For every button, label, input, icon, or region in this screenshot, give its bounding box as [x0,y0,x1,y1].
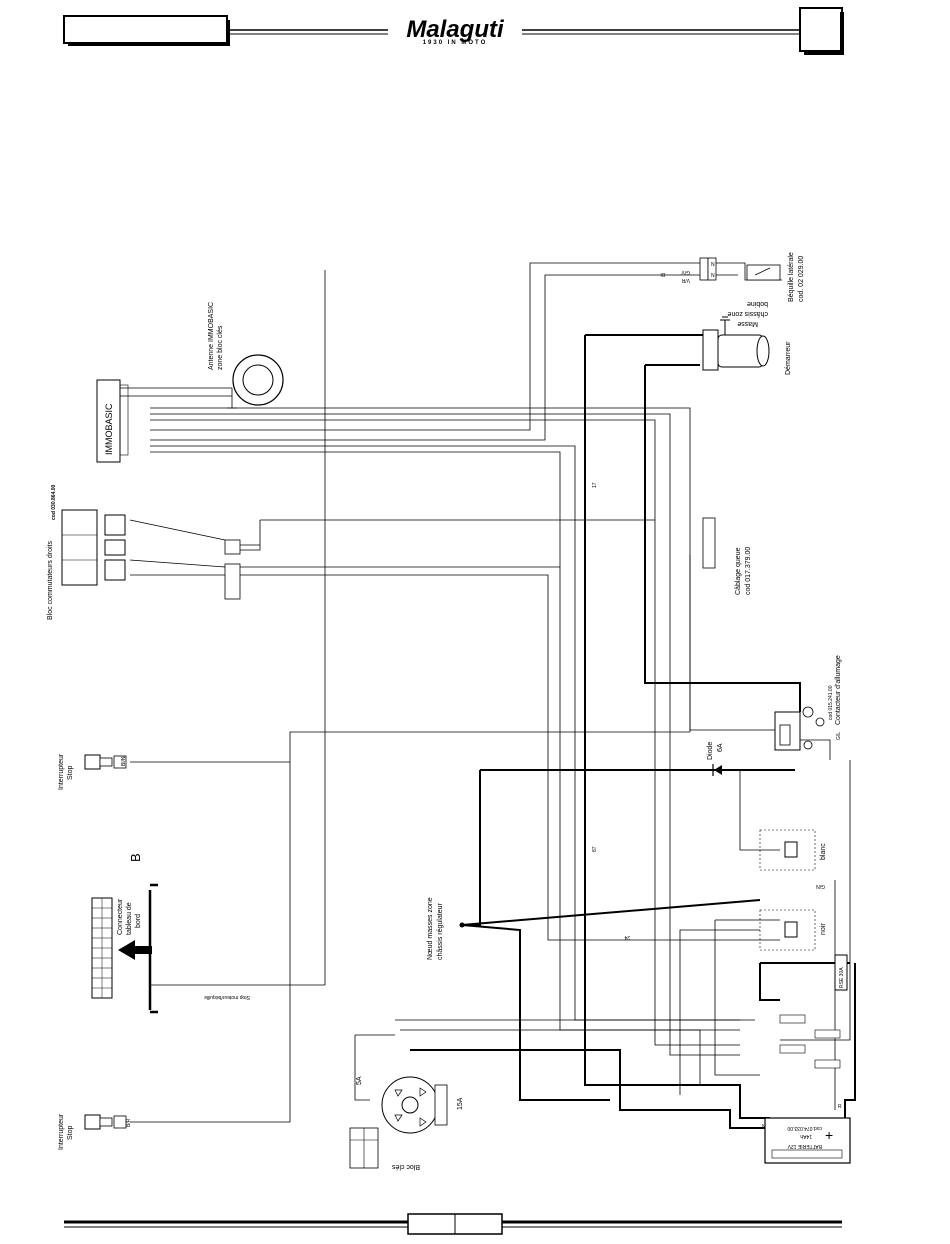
fuse-5a-label: 5A [356,1076,363,1085]
right-switch-block: Bloc commutateurs droits cod 030.864.00 [47,484,241,620]
fuse-15a-label: 15A [457,1097,464,1110]
wire-label-vr: V/R [681,277,690,283]
cablage-queue-label: Câblage queue [735,547,742,595]
ignition-contactor: Contacteur d'allumage cod 015.241.00 [774,655,842,751]
antenna: Antenne IMMOBASIC zone bloc clés [208,302,284,409]
stop-top-label: Interrupteur [58,753,65,790]
stop-switch-top: Interrupteur Stop [58,753,127,790]
antenne-label: Antenne IMMOBASIC [208,302,215,370]
masse-label: Masse [737,320,758,327]
bloc-commutateurs-label: Bloc commutateurs droits [47,541,54,620]
demarreur-label: Démarreur [785,341,792,375]
contacteur-label: Contacteur d'allumage [835,655,842,725]
thick-wires [148,334,856,1129]
relay-blanc-label: blanc [820,843,827,860]
bequille-label: Béquille latérale [788,252,795,302]
bloc-commutateurs-cod: cod 030.864.00 [51,484,57,520]
wire-label-bln: Bl/N [121,756,127,766]
wire-label-gl: G/L [836,732,842,740]
svg-text:N: N [711,273,715,279]
connecteur-label-2: tableau de [126,902,133,935]
masse-label-2: châssis zone [727,310,768,317]
fuses: RSE 30A [779,954,848,1069]
fuse-main-label: RSE 30A [839,967,845,988]
wire-label-gv: G/V [681,269,690,275]
wire-label-gn: G/N [816,883,825,889]
arrow-left-icon [118,940,152,960]
header-right-box [799,7,843,52]
immobasic-label: IMMOBASIC [104,403,114,455]
footer [64,1213,842,1235]
svg-text:N: N [711,262,715,268]
thin-wires [120,262,851,1123]
header: Malaguti 1930 IN MOTO [63,7,844,55]
relay-blanc: blanc [759,829,827,871]
relay-noir: noir [759,909,827,951]
logo: Malaguti [406,16,505,43]
header-left-box [63,15,228,44]
bequille-switch: N N Béquille latérale cod. 02 029.00 G/V… [661,252,805,302]
battery-capacity: 14Ah [800,1133,812,1139]
stop-top-label-2: Stop [67,765,74,780]
dashboard-connector: Connecteur tableau de bord B Stop moteur… [91,853,250,1000]
wire-num-24: 24 [624,934,630,940]
stop-note: Stop moteur/béquille [204,994,250,1000]
ground-node: Nœud masses zone châssis régulateur [427,897,465,960]
diode-value: 6A [717,743,724,752]
cablage-queue-cod: cod 017.379.00 [745,547,752,595]
connecteur-label: Connecteur [117,898,124,935]
wire-label-r: R [838,1104,842,1110]
noeud-label-2: châssis régulateur [437,903,444,960]
stop-bottom-label-2: Stop [67,1125,74,1140]
logo-subtitle: 1930 IN MOTO [423,40,488,46]
relay-noir-label: noir [820,923,827,935]
bloc-cles-label: Bloc clés [391,1163,420,1170]
wire-label-br: B/R [126,1118,132,1127]
noeud-label: Nœud masses zone [427,897,434,960]
stop-bottom-label: Interrupteur [58,1113,65,1150]
wire-numbers: 17 87 24 G/L G/N Bl/N B/R N R [121,482,842,1130]
wire-num-17a: 17 [592,482,598,488]
antenne-label-2: zone bloc clés [217,325,224,370]
battery: BATTERIE 12V 14Ah cod.074.033.00 + [764,1117,851,1164]
diode-label: Diode [707,742,714,760]
wire-label-top: Bl [661,271,665,277]
key-block: Bloc clés 5A 15A [349,1076,464,1170]
rear-wiring-connector: Câblage queue cod 017.379.00 [702,517,752,595]
battery-label: BATTERIE 12V [787,1143,822,1149]
bequille-cod: cod. 02 029.00 [798,256,805,302]
stop-switch-bottom: Interrupteur Stop [58,1113,127,1150]
starter-motor: Démarreur Masse châssis zone bobine [702,300,792,375]
connecteur-label-3: bord [135,914,142,928]
masse-label-3: bobine [747,300,768,307]
wire-num-87: 87 [592,846,598,852]
connecteur-letter: B [128,853,143,862]
diode: Diode 6A [707,742,724,776]
immobasic-module: IMMOBASIC [96,379,129,463]
contacteur-cod: cod 015.241.00 [828,685,834,720]
battery-plus: + [825,1127,833,1143]
battery-cod: cod.074.033.00 [787,1125,822,1131]
wire-label-n: N [762,1124,766,1130]
